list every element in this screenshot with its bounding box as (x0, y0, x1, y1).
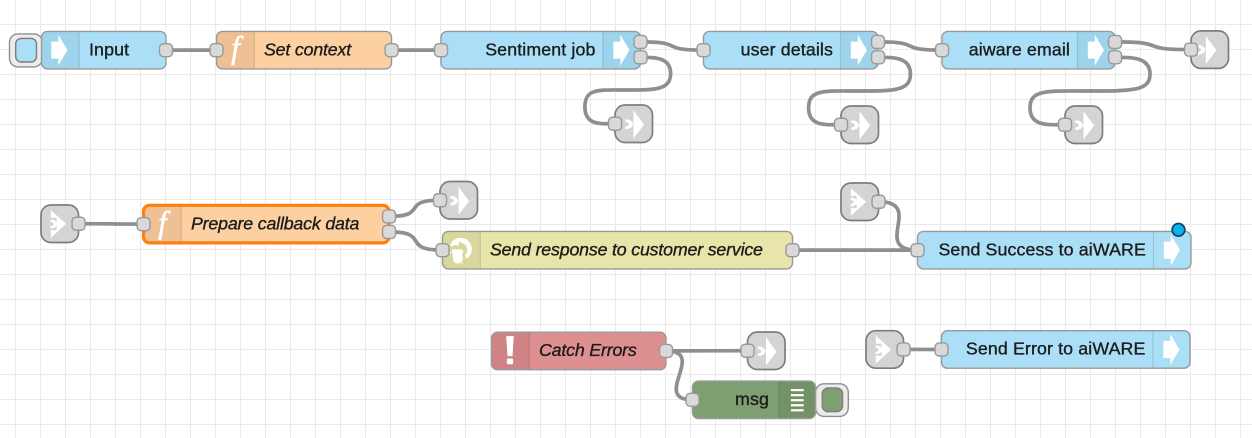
svg-text:Input: Input (89, 39, 129, 59)
svg-text:Prepare callback data: Prepare callback data (191, 213, 359, 233)
svg-text:aiware email: aiware email (969, 39, 1070, 59)
svg-text:user details: user details (741, 39, 833, 59)
svg-text:Catch Errors: Catch Errors (539, 340, 637, 360)
svg-text:Send response to customer serv: Send response to customer service (490, 239, 763, 259)
svg-text:Send Error to aiWARE: Send Error to aiWARE (966, 339, 1146, 359)
svg-text:Send Success to aiWARE: Send Success to aiWARE (938, 239, 1146, 259)
svg-text:msg: msg (735, 389, 769, 409)
svg-text:Set context: Set context (264, 39, 352, 59)
svg-text:Sentiment job: Sentiment job (485, 39, 595, 59)
